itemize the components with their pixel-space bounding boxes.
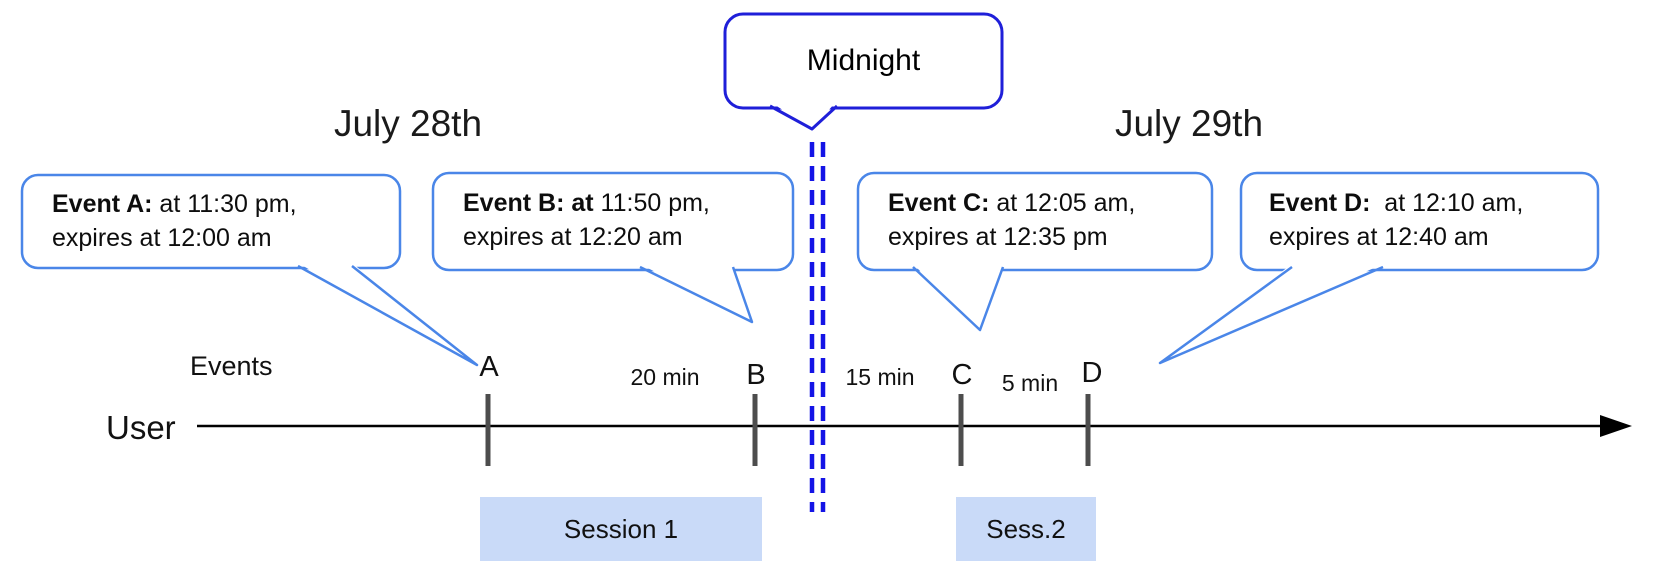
- date-left-label: July 28th: [333, 103, 483, 144]
- event-b-line1: Event B: at 11:50 pm,: [463, 189, 710, 217]
- tick-label-a: A: [479, 351, 499, 383]
- gap-label-20min: 20 min: [630, 364, 700, 390]
- event-c-line1: Event C: at 12:05 am,: [888, 189, 1136, 217]
- event-b-bubble-text: Event B: at 11:50 pm, expires at 12:20 a…: [463, 186, 778, 254]
- midnight-bubble-tail: [769, 104, 839, 131]
- timeline-arrowhead: [1600, 415, 1632, 437]
- event-d-line2: expires at 12:40 am: [1269, 223, 1489, 251]
- midnight-bubble-tail-fill: [772, 103, 835, 129]
- event-a-bubble: [20, 173, 402, 270]
- session-1-box: [480, 497, 762, 561]
- event-a-line2: expires at 12:00 am: [52, 224, 272, 252]
- session-2-label: Sess.2: [986, 514, 1066, 544]
- event-b-bubble-tail: [639, 265, 754, 324]
- event-d-bubble-tail: [1158, 265, 1384, 365]
- tick-label-b: B: [746, 359, 766, 391]
- event-b-bubble: [431, 171, 795, 272]
- event-c-bubble: [856, 171, 1214, 272]
- gap-label-15min: 15 min: [845, 364, 915, 390]
- user-axis-label: User: [106, 409, 176, 446]
- event-a-bubble-tail: [297, 264, 479, 367]
- event-c-line2: expires at 12:35 pm: [888, 223, 1108, 251]
- session-1-label: Session 1: [563, 514, 679, 544]
- event-c-bubble-tail-fill: [913, 264, 1003, 330]
- tick-label-d: D: [1081, 357, 1103, 389]
- session-2-box: [956, 497, 1096, 561]
- tick-label-c: C: [951, 359, 973, 391]
- event-d-bubble: [1239, 171, 1600, 272]
- events-axis-label: Events: [190, 351, 273, 381]
- event-a-bubble-text: Event A: at 11:30 pm, expires at 12:00 a…: [52, 187, 387, 255]
- event-c-bubble-tail: [912, 266, 1005, 332]
- gap-label-5min: 5 min: [1001, 370, 1059, 396]
- event-a-line1: Event A: at 11:30 pm,: [52, 190, 297, 218]
- event-b-line2: expires at 12:20 am: [463, 223, 683, 251]
- date-right-label: July 29th: [1114, 103, 1264, 144]
- midnight-label: Midnight: [806, 44, 921, 77]
- midnight-bubble: [723, 12, 1004, 110]
- event-c-bubble-text: Event C: at 12:05 am, expires at 12:35 p…: [888, 186, 1198, 254]
- event-d-line1: Event D: at 12:10 am,: [1269, 189, 1524, 217]
- event-d-bubble-text: Event D: at 12:10 am, expires at 12:40 a…: [1269, 186, 1584, 254]
